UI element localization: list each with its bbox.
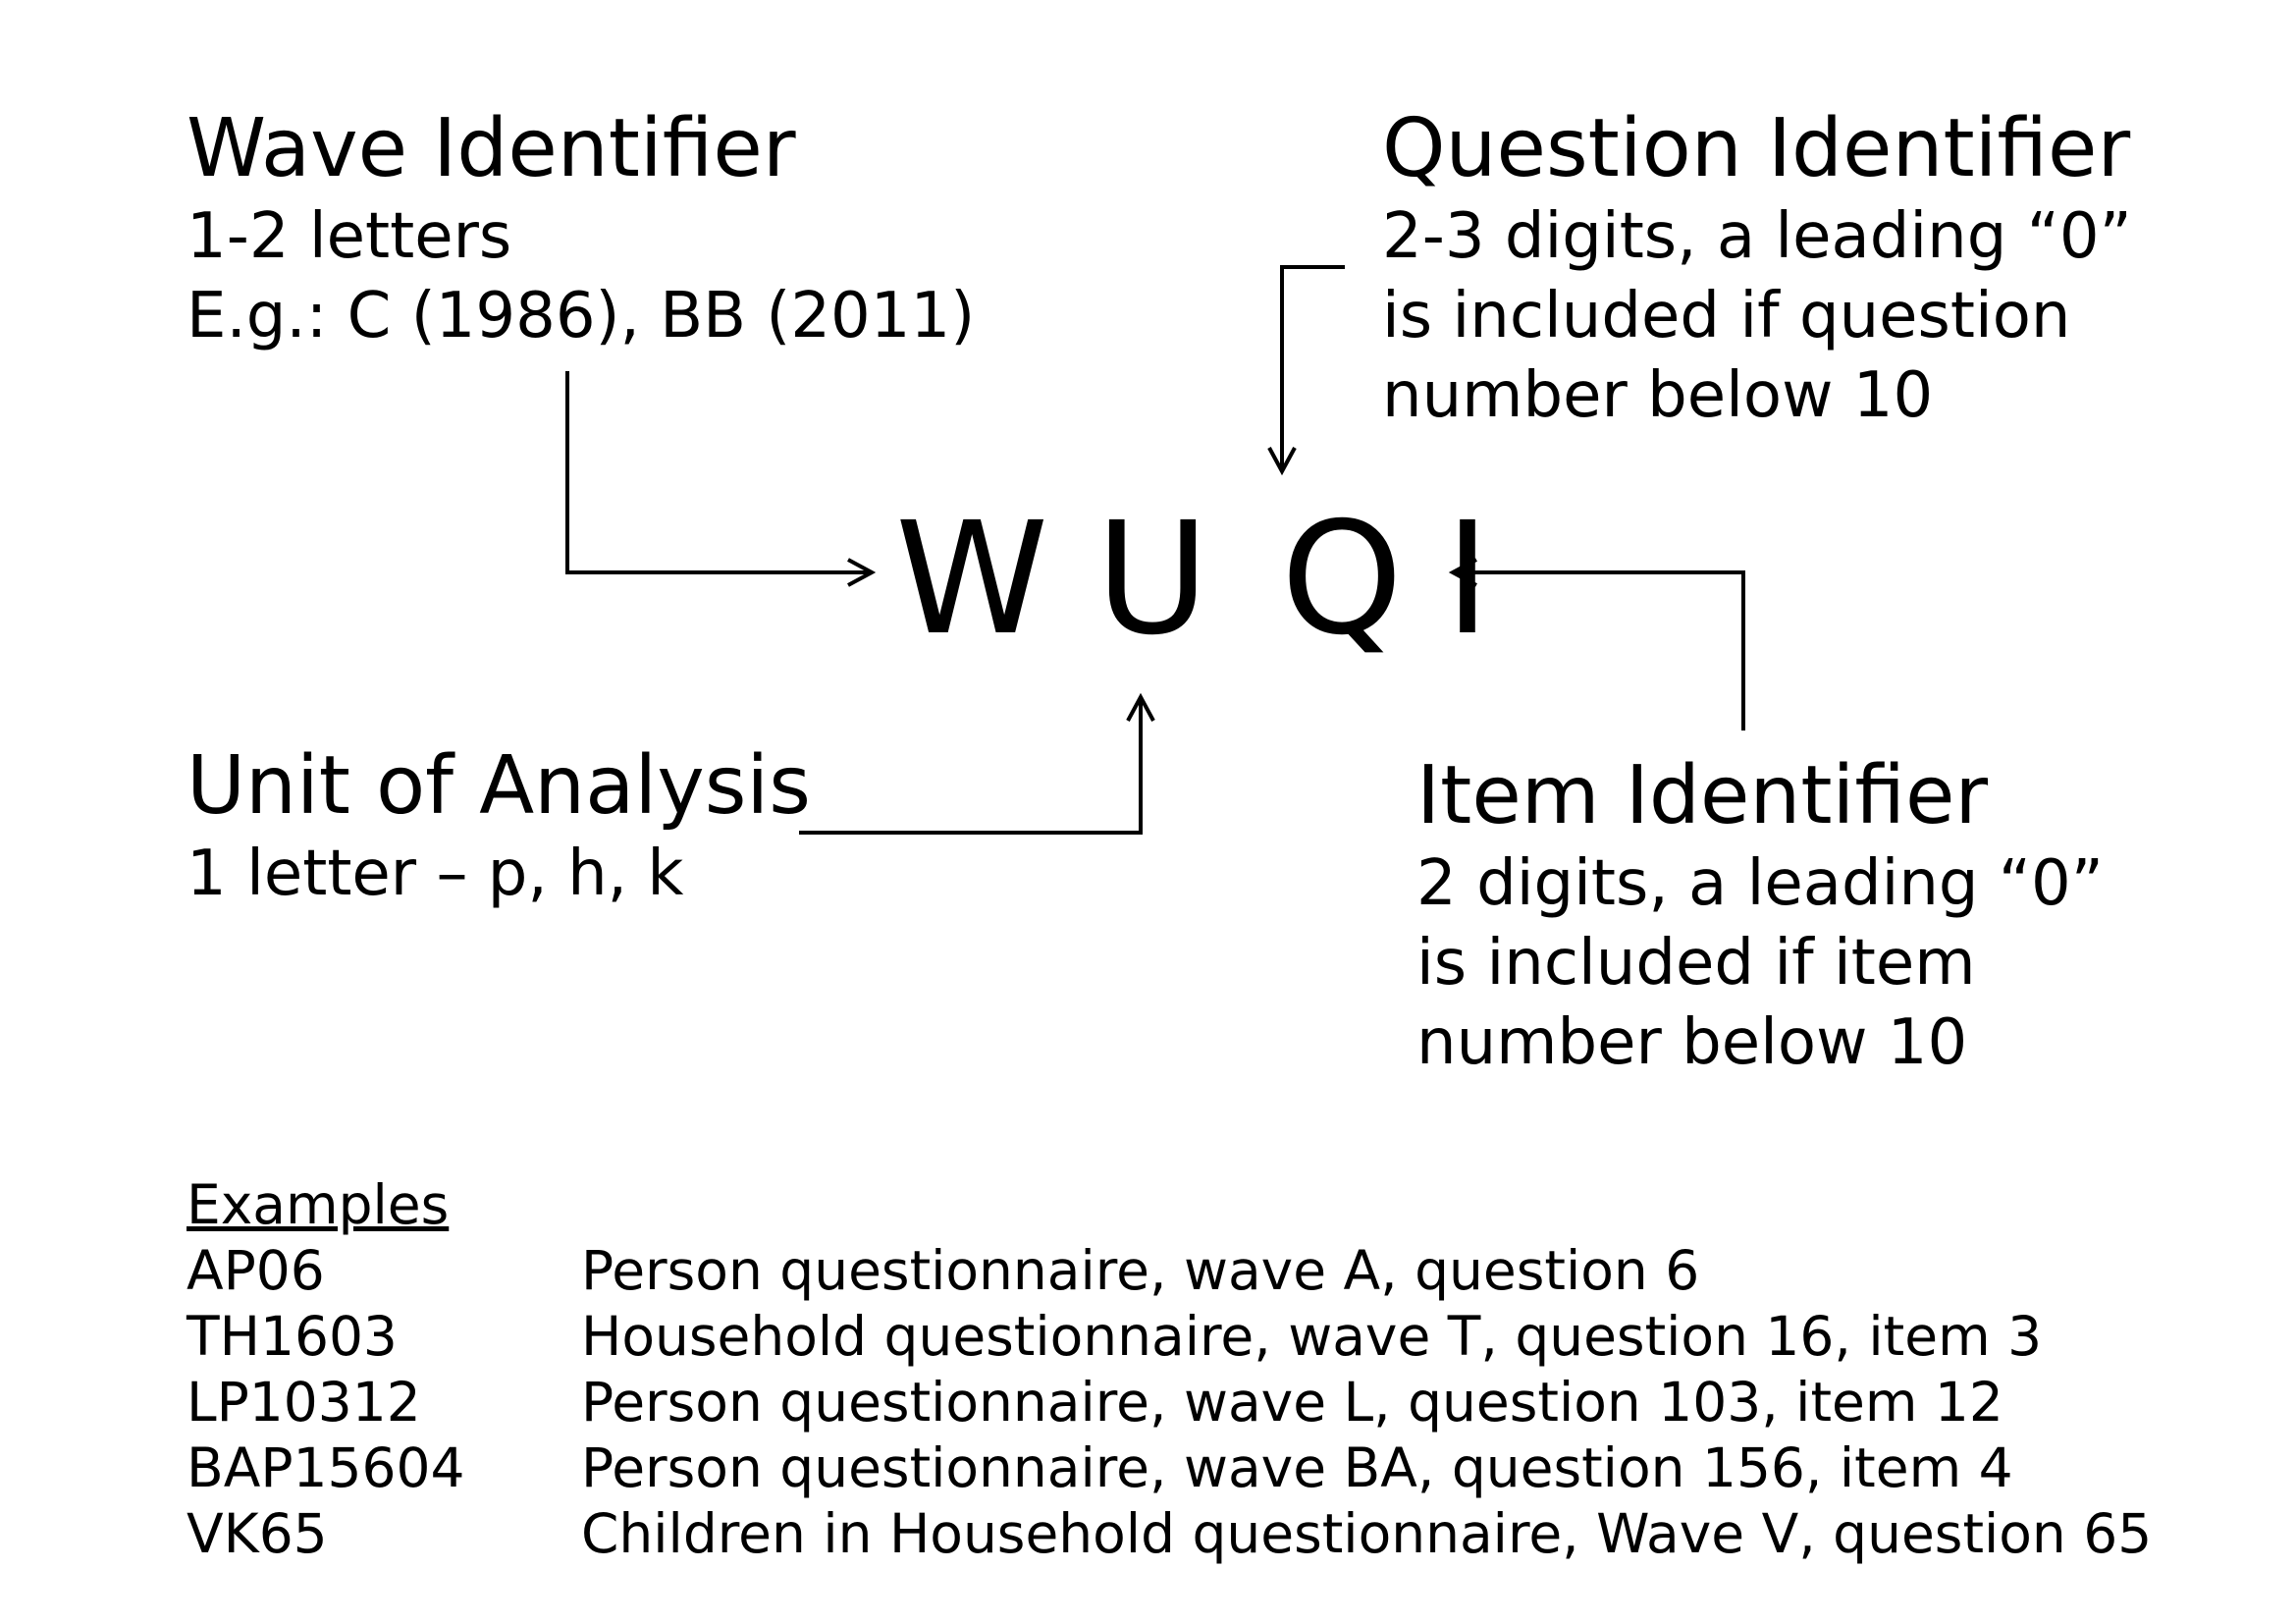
example-code: LP10312	[187, 1371, 421, 1434]
question-connector-arrow	[1280, 265, 1345, 469]
unit-connector-arrow	[799, 699, 1143, 835]
example-row: AP06 Person questionnaire, wave A, questi…	[187, 1238, 2152, 1304]
code-letter-unit: U	[1095, 489, 1209, 670]
example-row: TH1603 Household questionnaire, wave T, q…	[187, 1304, 2152, 1370]
question-identifier-heading: Question Identifier	[1382, 102, 2131, 195]
example-description: Person questionnaire, wave A, question 6	[581, 1239, 1700, 1302]
example-row: LP10312 Person questionnaire, wave L, que…	[187, 1370, 2152, 1435]
question-identifier-line-2: is included if question	[1382, 279, 2071, 352]
wave-identifier-heading: Wave Identifier	[187, 102, 796, 195]
question-identifier-line-1: 2-3 digits, a leading “0”	[1382, 199, 2132, 273]
examples-title: Examples	[187, 1173, 450, 1236]
example-description: Children in Household questionnaire, Wav…	[581, 1502, 2153, 1565]
example-code: AP06	[187, 1239, 325, 1302]
wave-identifier-line-2: E.g.: C (1986), BB (2011)	[187, 279, 976, 352]
example-code: VK65	[187, 1502, 328, 1565]
wave-arrowhead	[847, 558, 877, 587]
unit-of-analysis-block: Unit of Analysis 1 letter – p, h, k	[187, 739, 811, 914]
item-identifier-block: Item Identifier 2 digits, a leading “0” …	[1416, 749, 2104, 1083]
example-description: Person questionnaire, wave BA, question …	[581, 1436, 2013, 1499]
example-code: BAP15604	[187, 1436, 465, 1499]
item-identifier-line-3: number below 10	[1416, 1005, 1968, 1079]
question-arrowhead	[1267, 447, 1297, 476]
example-code: TH1603	[187, 1305, 398, 1368]
example-description: Person questionnaire, wave L, question 1…	[581, 1371, 2003, 1434]
example-row: VK65 Children in Household questionnaire,…	[187, 1501, 2152, 1567]
wave-identifier-line-1: 1-2 letters	[187, 199, 512, 273]
question-identifier-block: Question Identifier 2-3 digits, a leadin…	[1382, 102, 2132, 436]
wave-identifier-block: Wave Identifier 1-2 letters E.g.: C (198…	[187, 102, 975, 356]
unit-of-analysis-heading: Unit of Analysis	[187, 739, 811, 833]
example-row: BAP15604 Person questionnaire, wave BA, q…	[187, 1435, 2152, 1501]
code-letter-wave: W	[895, 489, 1049, 670]
unit-of-analysis-line-1: 1 letter – p, h, k	[187, 837, 684, 910]
item-arrowhead	[1448, 558, 1477, 587]
wave-connector-arrow	[565, 371, 870, 574]
question-identifier-line-3: number below 10	[1382, 358, 1934, 432]
item-identifier-heading: Item Identifier	[1416, 749, 1989, 842]
example-description: Household questionnaire, wave T, questio…	[581, 1305, 2043, 1368]
item-identifier-line-1: 2 digits, a leading “0”	[1416, 846, 2104, 920]
item-identifier-line-2: is included if item	[1416, 926, 1976, 1000]
item-connector-arrow	[1455, 570, 1745, 731]
code-letter-question: Q	[1280, 489, 1404, 670]
unit-arrowhead	[1126, 692, 1155, 722]
